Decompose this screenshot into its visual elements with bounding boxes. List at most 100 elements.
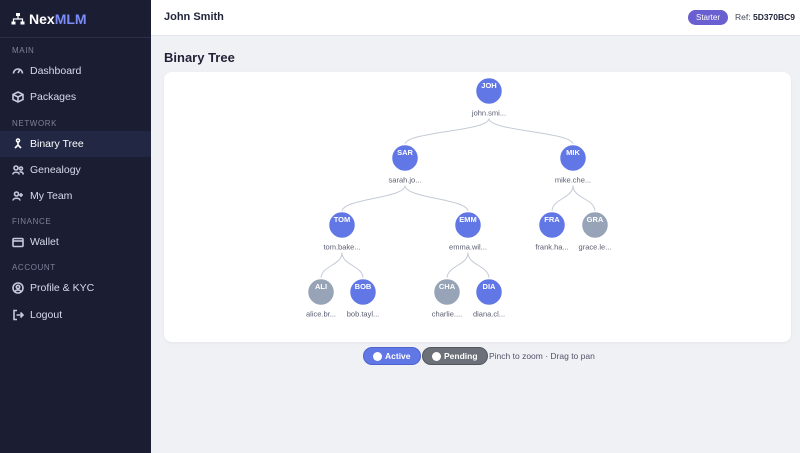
referral-code: Ref: 5D370BC9 <box>735 12 796 22</box>
legend-pending[interactable]: Pending <box>422 347 488 365</box>
genealogy-icon <box>12 165 24 175</box>
zoom-hint: Pinch to zoom · Drag to pan <box>489 351 595 361</box>
tree-node-circle <box>474 277 504 307</box>
profile-icon <box>12 282 24 294</box>
sidebar-item-wallet[interactable]: Wallet <box>0 229 151 255</box>
top-header: John Smith Starter Ref: 5D370BC9 <box>151 0 800 36</box>
section-finance: FINANCE <box>12 217 52 226</box>
sidebar-item-label: Genealogy <box>30 164 81 176</box>
tree-node-initials: MIK <box>566 148 580 157</box>
tree-node-username: emma.wil... <box>449 243 487 252</box>
tree-link <box>341 252 364 279</box>
section-account: ACCOUNT <box>12 263 56 272</box>
tree-node-circle <box>348 277 378 307</box>
tree-link <box>572 185 596 212</box>
sidebar-item-packages[interactable]: Packages <box>0 84 151 110</box>
tree-node-joh[interactable]: JOH john.smi... <box>471 76 506 118</box>
tree-node-fra[interactable]: FRA frank.ha... <box>535 210 569 252</box>
tree-node-gra[interactable]: GRA grace.le... <box>579 210 612 252</box>
tree-node-username: frank.ha... <box>535 243 568 252</box>
tree-link <box>320 252 343 279</box>
tree-node-bob[interactable]: BOB bob.tayl... <box>347 277 380 319</box>
tree-node-username: alice.br... <box>306 310 336 319</box>
tree-link <box>467 252 490 279</box>
tree-link <box>341 185 406 212</box>
page-title: Binary Tree <box>164 50 235 65</box>
sidebar-item-label: Wallet <box>30 236 59 248</box>
tree-link <box>404 118 490 145</box>
tree-node-circle <box>453 210 483 240</box>
sidebar-item-logout[interactable]: Logout <box>0 302 151 328</box>
tree-node-circle <box>558 143 588 173</box>
wallet-icon <box>12 237 24 248</box>
sidebar-item-dashboard[interactable]: Dashboard <box>0 58 151 84</box>
binary-tree-canvas[interactable]: JOH john.smi... SAR sarah.jo... MIK mike.che.… <box>164 72 791 342</box>
pending-dot-icon <box>432 351 441 361</box>
tree-node-initials: TOM <box>334 215 351 224</box>
tree-node-initials: JOH <box>481 81 496 90</box>
tree-link <box>551 185 574 212</box>
tree-link <box>488 118 574 145</box>
tree-node-mik[interactable]: MIK mike.che... <box>555 143 591 185</box>
sidebar-item-label: My Team <box>30 190 73 202</box>
legend-pending-label: Pending <box>444 351 478 361</box>
brand[interactable]: NexMLM <box>0 0 151 38</box>
tree-node-username: mike.che... <box>555 176 591 185</box>
brand-name: NexMLM <box>29 10 87 27</box>
tree-node-initials: ALI <box>315 282 327 291</box>
tree-node-circle <box>537 210 567 240</box>
tree-node-initials: CHA <box>439 282 456 291</box>
tree-node-circle <box>327 210 357 240</box>
tree-node-sar[interactable]: SAR sarah.jo... <box>389 143 422 185</box>
tree-node-circle <box>474 76 504 106</box>
tree-node-circle <box>580 210 610 240</box>
legend-active[interactable]: Active <box>363 347 421 365</box>
tree-node-ali[interactable]: ALI alice.br... <box>306 277 336 319</box>
tree-node-username: john.smi... <box>471 109 506 118</box>
sidebar-item-my-team[interactable]: My Team <box>0 183 151 209</box>
section-network: NETWORK <box>12 119 58 128</box>
sidebar-item-label: Binary Tree <box>30 138 84 150</box>
tree-node-emm[interactable]: EMM emma.wil... <box>449 210 487 252</box>
tree-node-initials: SAR <box>397 148 413 157</box>
tree-node-circle <box>390 143 420 173</box>
tree-icon <box>14 138 22 149</box>
tree-node-circle <box>432 277 462 307</box>
tree-link <box>446 252 469 279</box>
user-name: John Smith <box>164 11 224 23</box>
tree-node-tom[interactable]: TOM tom.bake... <box>323 210 361 252</box>
network-logo-icon <box>11 12 25 24</box>
logout-icon <box>13 309 24 321</box>
tree-node-cha[interactable]: CHA charlie.... <box>432 277 462 319</box>
sidebar-item-profile-kyc[interactable]: Profile & KYC <box>0 275 151 301</box>
tree-node-initials: BOB <box>355 282 372 291</box>
tree-node-circle <box>306 277 336 307</box>
tree-node-dia[interactable]: DIA diana.cl... <box>473 277 505 319</box>
sidebar-item-binary-tree[interactable]: Binary Tree <box>0 131 151 157</box>
tree-node-username: tom.bake... <box>323 243 360 252</box>
sidebar-item-label: Packages <box>30 91 77 103</box>
sidebar-item-label: Profile & KYC <box>30 282 95 294</box>
tree-node-username: sarah.jo... <box>389 176 422 185</box>
tree-node-username: diana.cl... <box>473 310 505 319</box>
tree-node-username: grace.le... <box>579 243 612 252</box>
package-icon <box>12 91 24 103</box>
dashboard-icon <box>12 68 24 74</box>
sidebar-item-label: Dashboard <box>30 65 82 77</box>
section-main: MAIN <box>12 46 35 55</box>
tree-link <box>404 185 469 212</box>
binary-tree-svg[interactable]: JOH john.smi... SAR sarah.jo... MIK mike.che.… <box>164 72 791 342</box>
plan-badge: Starter <box>688 10 729 25</box>
sidebar: NexMLM MAIN Dashboard Packages NETWORK B… <box>0 0 151 453</box>
tree-node-initials: DIA <box>483 282 497 291</box>
legend-active-label: Active <box>385 351 411 361</box>
active-dot-icon <box>373 351 382 361</box>
tree-node-username: bob.tayl... <box>347 310 380 319</box>
tree-node-username: charlie.... <box>432 310 462 319</box>
sidebar-item-genealogy[interactable]: Genealogy <box>0 157 151 183</box>
sidebar-item-label: Logout <box>30 309 63 321</box>
team-icon <box>12 191 23 201</box>
tree-node-initials: FRA <box>544 215 560 224</box>
tree-node-initials: EMM <box>459 215 477 224</box>
tree-node-initials: GRA <box>587 215 604 224</box>
